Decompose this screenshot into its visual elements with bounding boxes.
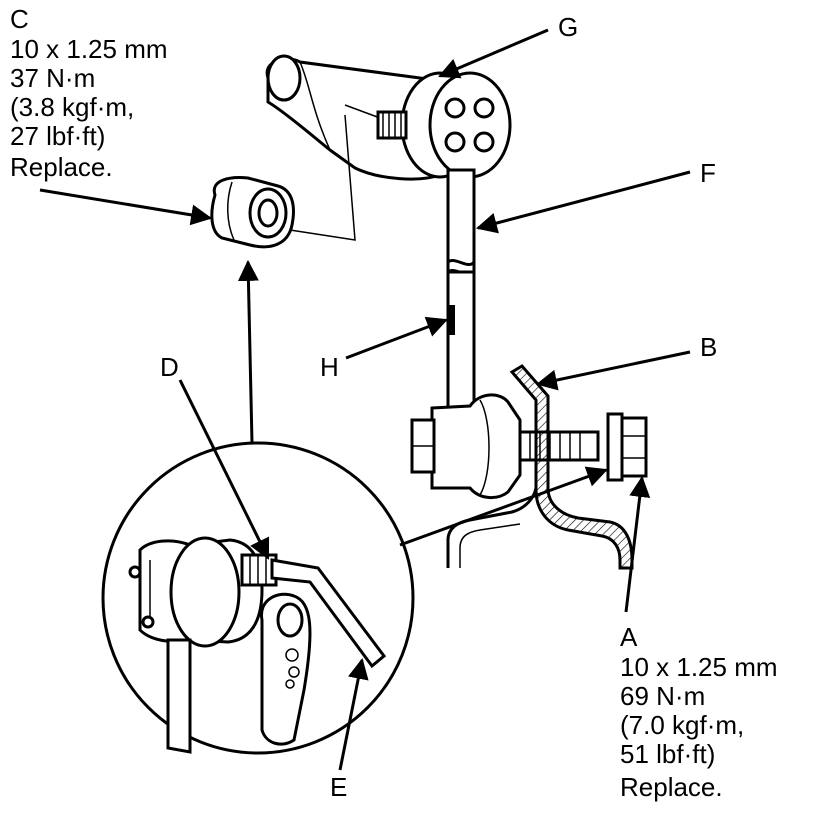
leader-bar-to-nut bbox=[289, 114, 356, 241]
stabilizer-bar bbox=[265, 54, 450, 181]
callout-d-letter: D bbox=[160, 352, 179, 382]
callout-a-spec-line: (7.0 kgf·m, bbox=[620, 710, 744, 740]
stabilizer-link-rod bbox=[446, 168, 476, 414]
lower-ball-joint bbox=[410, 393, 600, 499]
callout-c-spec-line: (3.8 kgf·m, bbox=[10, 92, 134, 122]
callout-f-letter: F bbox=[700, 158, 716, 188]
alignment-mark bbox=[447, 305, 455, 335]
callout-c-letter: C bbox=[10, 4, 29, 34]
callout-a-letter: A bbox=[620, 622, 638, 652]
callout-c: C 10 x 1.25 mm 37 N·m (3.8 kgf·m, 27 lbf… bbox=[10, 4, 168, 182]
callout-c-spec-line: Replace. bbox=[10, 152, 113, 182]
callout-c-spec-line: 37 N·m bbox=[10, 63, 95, 93]
callout-b-letter: B bbox=[700, 332, 717, 362]
callout-c-spec-line: 10 x 1.25 mm bbox=[10, 34, 168, 64]
leader-a bbox=[624, 475, 651, 613]
leader-b bbox=[535, 350, 691, 391]
leader-f bbox=[475, 170, 691, 234]
leader-d bbox=[178, 379, 270, 560]
callout-a-spec-line: 69 N·m bbox=[620, 681, 705, 711]
leader-h bbox=[345, 316, 448, 360]
leader-c bbox=[39, 188, 213, 226]
callout-g-letter: G bbox=[558, 12, 578, 42]
callout-h-letter: H bbox=[320, 352, 339, 382]
callout-a: A 10 x 1.25 mm 69 N·m (7.0 kgf·m, 51 lbf… bbox=[620, 622, 778, 802]
leader-e bbox=[338, 657, 369, 771]
callout-a-spec-line: 51 lbf·ft) bbox=[620, 739, 715, 769]
callout-c-spec-line: 27 lbf·ft) bbox=[10, 121, 105, 151]
self-locking-nut bbox=[210, 176, 295, 249]
callout-a-spec-line: 10 x 1.25 mm bbox=[620, 652, 778, 682]
detail-magnifier bbox=[101, 259, 608, 755]
callout-a-spec-line: Replace. bbox=[620, 772, 723, 802]
callout-e-letter: E bbox=[330, 772, 347, 802]
leader-g bbox=[438, 28, 549, 79]
flange-nut bbox=[606, 412, 648, 482]
upper-ball-joint bbox=[376, 71, 512, 179]
